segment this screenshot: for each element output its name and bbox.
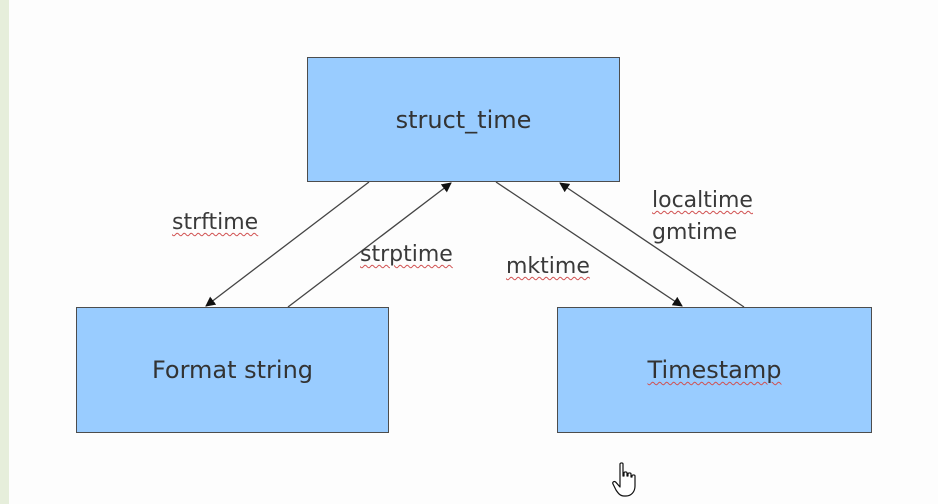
edge-label-mktime: mktime bbox=[506, 254, 590, 279]
node-format-string: Format string bbox=[76, 307, 389, 433]
edge-label-strptime: strptime bbox=[360, 242, 453, 267]
edge-strftime-arrow bbox=[205, 181, 370, 307]
edge-label-gmtime: gmtime bbox=[652, 220, 738, 245]
edge-label-localtime: localtime bbox=[652, 188, 753, 213]
edge-label-strftime: strftime bbox=[172, 210, 259, 235]
node-struct-time: struct_time bbox=[307, 57, 620, 182]
edge-mktime-arrow bbox=[495, 181, 683, 307]
hand-pointer-icon bbox=[612, 462, 636, 497]
edge-localtime-arrow bbox=[559, 182, 745, 308]
node-timestamp-label: Timestamp bbox=[647, 356, 782, 384]
node-timestamp: Timestamp bbox=[557, 307, 872, 433]
left-edge-strip bbox=[0, 0, 9, 504]
node-struct-time-label: struct_time bbox=[395, 105, 532, 134]
edge-strptime-arrow bbox=[287, 182, 452, 308]
node-format-string-label: Format string bbox=[151, 356, 314, 384]
